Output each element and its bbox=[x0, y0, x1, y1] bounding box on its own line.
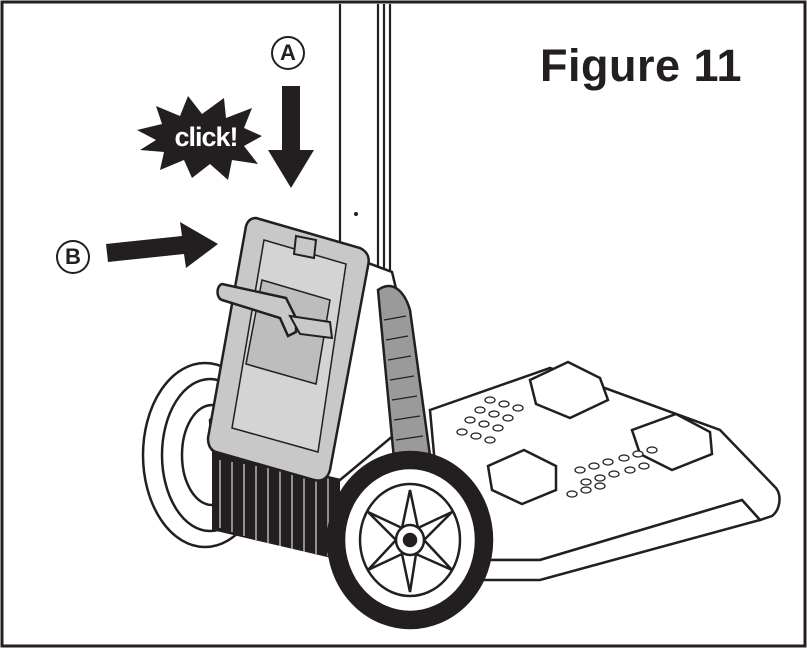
arrow-right-icon bbox=[106, 222, 218, 268]
caddy-wheel bbox=[326, 450, 494, 630]
caddy-perforations bbox=[456, 396, 658, 498]
figure-title: Figure 11 bbox=[540, 40, 743, 91]
click-label: click! bbox=[174, 122, 238, 152]
filter-panel bbox=[206, 216, 370, 482]
callout-a: A bbox=[271, 36, 305, 70]
caddy-cradles bbox=[486, 360, 714, 506]
callout-b: B bbox=[56, 240, 90, 274]
panel-latch bbox=[292, 234, 318, 260]
click-starburst-icon bbox=[137, 96, 262, 180]
arrow-down-icon bbox=[268, 86, 314, 188]
